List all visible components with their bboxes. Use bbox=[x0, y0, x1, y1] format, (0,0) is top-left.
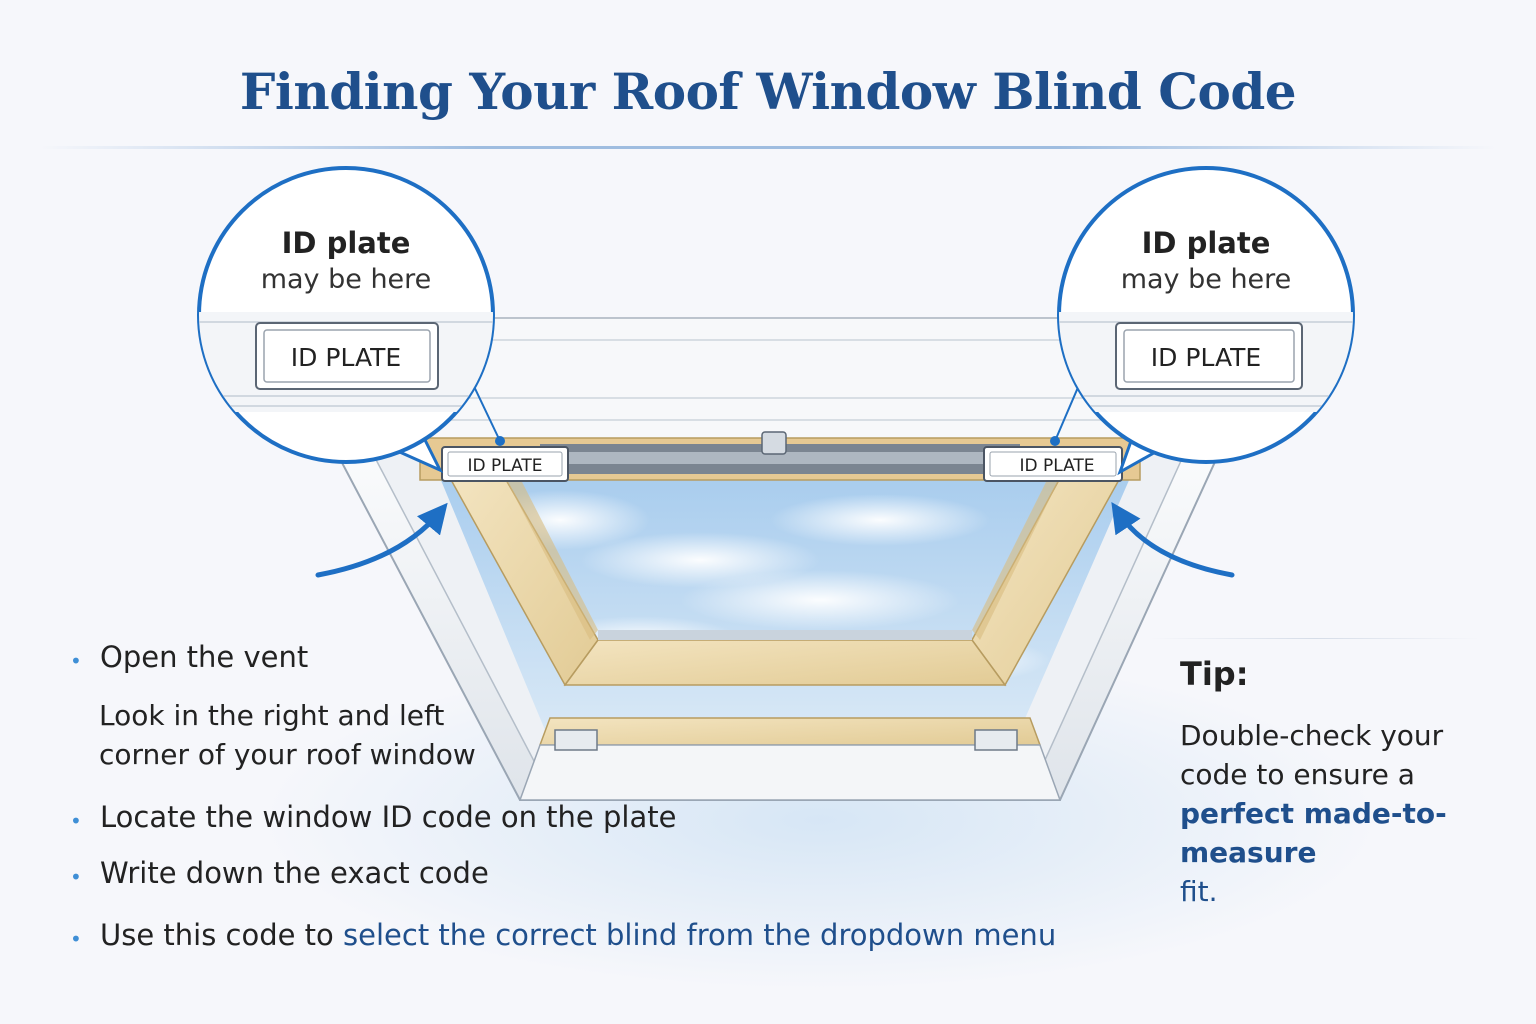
window-plate-right-label: ID PLATE bbox=[1019, 456, 1094, 476]
tip-highlight: perfect made-to-measure bbox=[1180, 797, 1447, 869]
tip-divider bbox=[1150, 638, 1480, 639]
tip-line-4: fit. bbox=[1180, 875, 1218, 908]
callout-right-subheading: may be here bbox=[1121, 264, 1292, 295]
callout-right-plate-label: ID PLATE bbox=[1151, 343, 1261, 372]
tip-line-2: code to ensure a bbox=[1180, 758, 1415, 791]
window-plate-left: ID PLATE bbox=[441, 446, 569, 482]
step-text: Open the vent bbox=[100, 640, 309, 674]
bottom-frame bbox=[518, 717, 1062, 801]
window-plate-right: ID PLATE bbox=[983, 446, 1123, 482]
tip-title: Tip: bbox=[1180, 655, 1249, 693]
title-divider bbox=[40, 146, 1496, 149]
arrow-right bbox=[1111, 502, 1235, 578]
bullet-icon: • bbox=[70, 927, 82, 951]
callout-left-plate-label: ID PLATE bbox=[291, 343, 401, 372]
callout-right-heading: ID plate bbox=[1142, 226, 1271, 260]
step-open-vent-detail-1: Look in the right and left bbox=[99, 699, 445, 732]
step-open-vent-detail-2: corner of your roof window bbox=[99, 738, 476, 771]
wooden-sash bbox=[448, 477, 1122, 687]
callout-left-subheading: may be here bbox=[261, 264, 432, 295]
callout-left-heading: ID plate bbox=[282, 226, 411, 260]
arrow-left bbox=[315, 502, 448, 578]
page-title: Finding Your Roof Window Blind Code bbox=[239, 62, 1297, 121]
bullet-icon: • bbox=[70, 865, 82, 889]
step-use-code-highlight: select the correct blind from the dropdo… bbox=[343, 918, 1057, 952]
callout-right: ID plate may be here ID PLATE bbox=[1057, 166, 1355, 476]
bullet-icon: • bbox=[70, 649, 82, 673]
tip-line-1: Double-check your bbox=[1180, 719, 1444, 752]
connector-left-dot bbox=[495, 436, 505, 446]
step-text: Locate the window ID code on the plate bbox=[100, 800, 677, 834]
connector-right-dot bbox=[1050, 436, 1060, 446]
step-text: Write down the exact code bbox=[100, 856, 489, 890]
window-plate-left-label: ID PLATE bbox=[467, 456, 542, 476]
bullet-icon: • bbox=[70, 809, 82, 833]
step-use-code-prefix: Use this code to bbox=[100, 918, 344, 952]
step-text: Use this code to select the correct blin… bbox=[100, 918, 1056, 952]
tip-body: Double-check your code to ensure a perfe… bbox=[1180, 716, 1530, 911]
callout-left: ID plate may be here ID PLATE bbox=[197, 166, 495, 474]
